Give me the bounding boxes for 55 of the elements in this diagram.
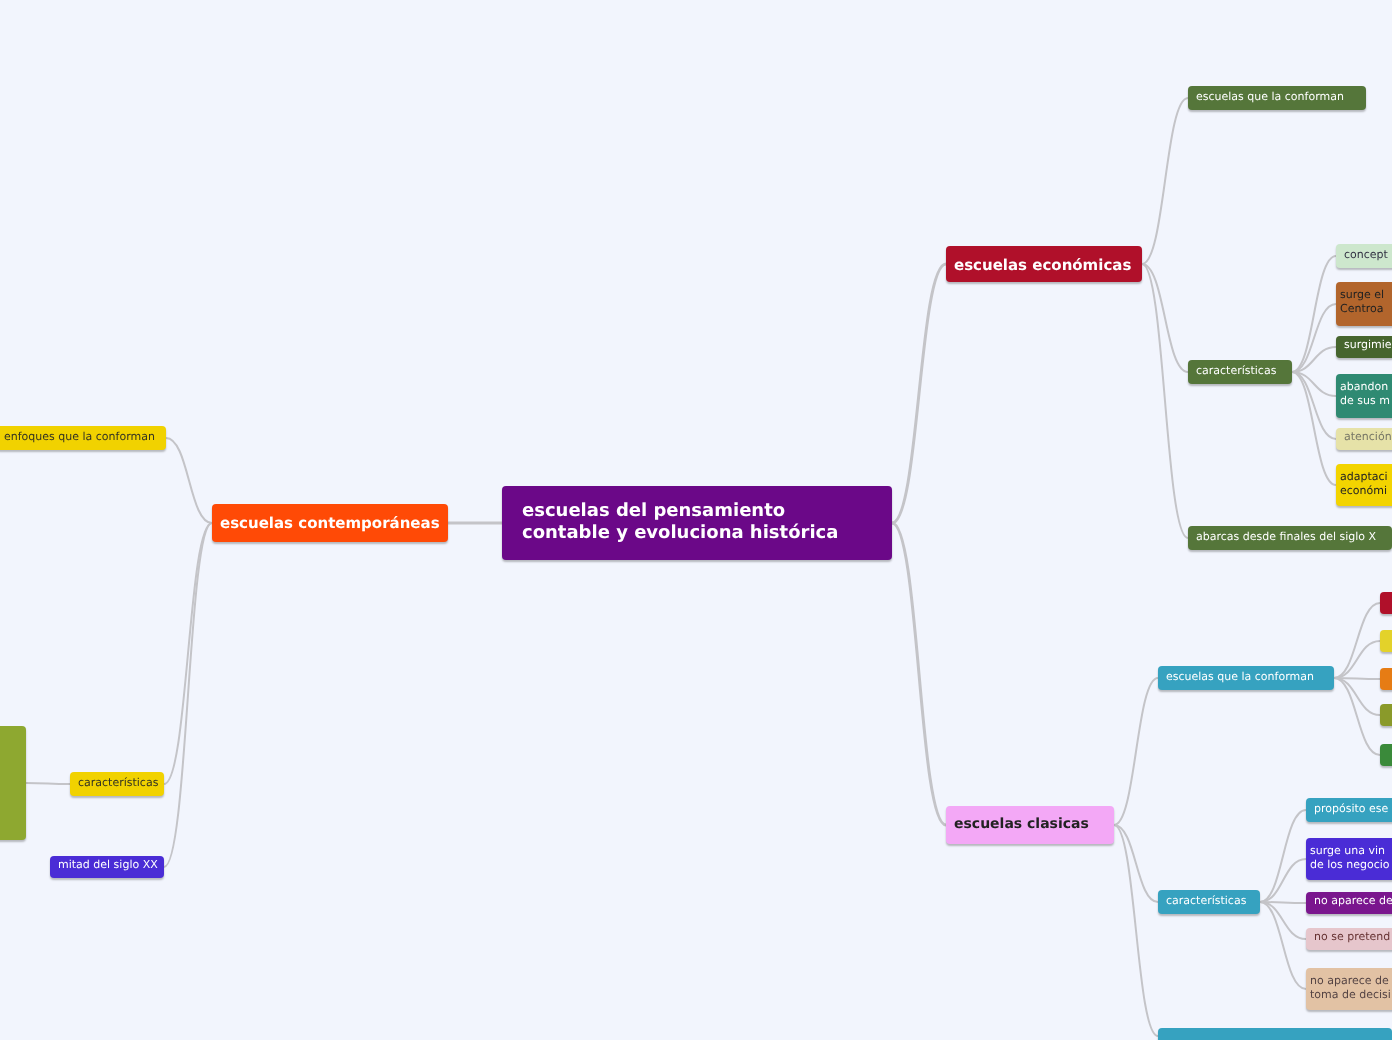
topic-box — [50, 856, 164, 878]
topic-box — [502, 486, 892, 560]
topic-box — [1336, 244, 1392, 268]
topic-text: escuelas del pensamiento contable y evoluciona histórica — [522, 501, 841, 545]
topic-box — [1380, 668, 1392, 690]
connector-line — [890, 521, 948, 827]
topic-box — [0, 426, 166, 450]
connector-line — [1291, 371, 1337, 440]
topic-box — [0, 726, 26, 840]
connector-line — [1291, 303, 1337, 373]
topic-box — [1306, 928, 1392, 950]
topic-box — [1336, 428, 1392, 450]
connector-line — [163, 522, 213, 785]
topic-box — [212, 504, 448, 542]
connector-line — [448, 521, 502, 525]
connector-line — [1259, 901, 1307, 990]
topic-box — [1380, 704, 1392, 726]
topic-box — [1380, 592, 1392, 614]
topic-box — [1336, 464, 1392, 506]
topic-box — [1158, 1028, 1392, 1040]
connector-line — [1259, 858, 1307, 903]
connector-line — [1113, 824, 1159, 1037]
topic-box — [1188, 526, 1392, 550]
connector-line — [1291, 255, 1337, 373]
topic-box — [946, 806, 1114, 844]
topic-box — [1336, 374, 1392, 418]
topic-box — [1158, 666, 1334, 690]
connector-line — [1333, 677, 1381, 756]
topic-box — [1380, 744, 1392, 766]
topic-box — [70, 772, 164, 796]
connector-line — [1259, 809, 1307, 903]
topic-box — [1336, 336, 1392, 358]
connector-line — [25, 782, 71, 785]
connector-line — [1291, 371, 1337, 486]
topic-box — [1158, 890, 1260, 914]
connector-line — [1291, 371, 1337, 397]
connector-line — [163, 522, 213, 868]
topic-box — [1306, 968, 1392, 1010]
connector-line — [1113, 824, 1159, 903]
topic-box — [1380, 630, 1392, 652]
topic-box — [946, 246, 1142, 282]
topic-box — [1188, 360, 1292, 384]
connector-line — [1141, 263, 1189, 539]
connector-line — [1333, 602, 1381, 679]
connector-line — [165, 437, 213, 524]
connector-line — [891, 262, 947, 525]
connector-line — [1141, 97, 1189, 265]
topic-box — [1336, 282, 1392, 326]
topic-box — [1306, 838, 1392, 880]
topic-box — [1306, 798, 1392, 822]
topic-box — [1306, 892, 1392, 914]
connector-line — [1291, 346, 1337, 373]
connector-line — [1141, 263, 1189, 373]
connector-line — [1113, 677, 1159, 826]
topic-box — [1188, 86, 1366, 110]
